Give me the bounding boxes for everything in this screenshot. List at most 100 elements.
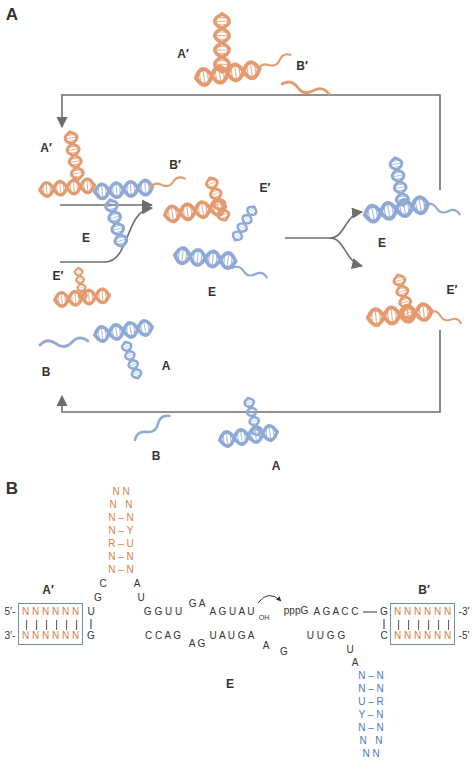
helix <box>243 397 262 437</box>
base-pair-bond <box>438 620 439 630</box>
ribozyme-ribbon <box>195 14 330 98</box>
base-pair-bond <box>76 620 77 630</box>
strand <box>149 176 185 191</box>
nucleotide: C <box>99 579 106 589</box>
helix <box>120 340 142 379</box>
stem-pair: R – U <box>108 539 134 549</box>
ribozyme-dimer <box>164 176 268 280</box>
stem-pair: N – Y <box>109 526 134 536</box>
helix <box>205 176 231 222</box>
helix <box>104 198 128 247</box>
sequence: A G A C C <box>313 607 358 617</box>
loop-nucleotides: N N <box>112 487 129 497</box>
base-pair-bond <box>408 620 409 630</box>
nucleotide: A <box>134 579 141 589</box>
helix <box>195 61 261 86</box>
helix <box>94 320 153 342</box>
sequence: U U G G <box>307 631 345 641</box>
molecule-label: A <box>160 360 173 372</box>
molecule-label: B′ <box>167 159 183 171</box>
helix <box>389 157 409 206</box>
nucleotide: U <box>87 607 94 617</box>
nucleotide: G <box>280 647 288 657</box>
base-pair-bond <box>448 620 449 630</box>
base-pair-bond <box>91 619 92 629</box>
sequence: U A U G A <box>209 631 254 641</box>
loop-nucleotides: N N <box>362 749 379 759</box>
helix <box>64 131 84 180</box>
helix <box>215 14 229 72</box>
base-pair-bond <box>66 620 67 630</box>
cycle-arrow <box>330 238 362 266</box>
molecule-label: E <box>80 232 92 244</box>
cycle-arrow <box>285 212 362 238</box>
panel-label: B <box>6 480 18 497</box>
helix <box>367 303 432 326</box>
ternary-complex <box>39 131 185 248</box>
ribozyme-ribbon <box>364 157 461 223</box>
nucleotide: U <box>137 593 144 603</box>
helix <box>219 425 278 447</box>
stem-pair: U – R <box>358 697 384 707</box>
stem-pair: N – N <box>108 565 134 575</box>
nucleotide: G <box>94 593 102 603</box>
helix <box>39 178 94 196</box>
strand-end: -5′ <box>459 631 470 641</box>
base-pair-bond <box>36 620 37 630</box>
stem-pair: N – N <box>108 513 134 523</box>
strand-end: 5′- <box>5 607 16 617</box>
domain-label: E <box>226 678 234 690</box>
molecule-label: E <box>206 286 218 298</box>
base-pair-bonds <box>91 595 384 629</box>
strand <box>257 52 292 72</box>
stem-box: N N N N N NN N N N N N <box>18 603 83 645</box>
helix <box>231 204 259 242</box>
molecule-label: E′ <box>258 182 273 194</box>
stem-pair: N – N <box>358 671 384 681</box>
molecule-label: B <box>150 450 163 462</box>
nucleotide: A <box>263 641 270 651</box>
sequence: C C A G <box>145 631 181 641</box>
strand <box>231 265 267 280</box>
strand <box>281 80 329 97</box>
molecule-label: A′ <box>175 48 191 60</box>
domain-label: B′ <box>418 584 430 596</box>
strand-end: 3′- <box>5 631 16 641</box>
molecule-label: B′ <box>294 60 310 72</box>
strand-end: -3′ <box>459 607 470 617</box>
ligation-arrow <box>258 595 281 603</box>
stem-pair: N N <box>110 500 133 510</box>
ribozyme-ribbon <box>367 274 462 326</box>
hydroxyl-label: OH <box>259 614 270 621</box>
molecule-label: E <box>376 237 388 249</box>
helix <box>74 267 87 300</box>
substrate-ribbon <box>133 397 278 447</box>
domain-label: A′ <box>42 584 54 596</box>
sequence: A G U A U <box>209 607 254 617</box>
molecule-label: E′ <box>445 284 460 296</box>
cycle-arrow <box>60 208 152 262</box>
base-pair-bond <box>428 620 429 630</box>
base-pair-bond <box>418 620 419 630</box>
triphosphate-label: pppG <box>284 606 308 616</box>
helix <box>94 180 153 199</box>
base-pair-bond <box>398 620 399 630</box>
sequence: G A <box>189 599 206 609</box>
cycle-arrow <box>62 95 440 190</box>
paired-strand: N N N N N N <box>22 606 79 618</box>
helix <box>393 274 415 320</box>
paired-strand: N N N N N N <box>394 630 451 642</box>
sequence: G G U U <box>144 607 182 617</box>
stem-pair: Y – N <box>359 710 384 720</box>
cycle-arrows <box>60 95 440 412</box>
base-pair-bond <box>384 619 385 629</box>
nucleotide: G <box>380 607 388 617</box>
stem-box: N N N N N NN N N N N N <box>390 603 455 645</box>
ternary-complex <box>40 267 153 379</box>
base-pair-bond <box>26 620 27 630</box>
backbone-link <box>363 612 377 613</box>
stem-pair: N N <box>360 736 383 746</box>
strand <box>133 413 171 442</box>
nucleotide: A <box>352 658 359 668</box>
